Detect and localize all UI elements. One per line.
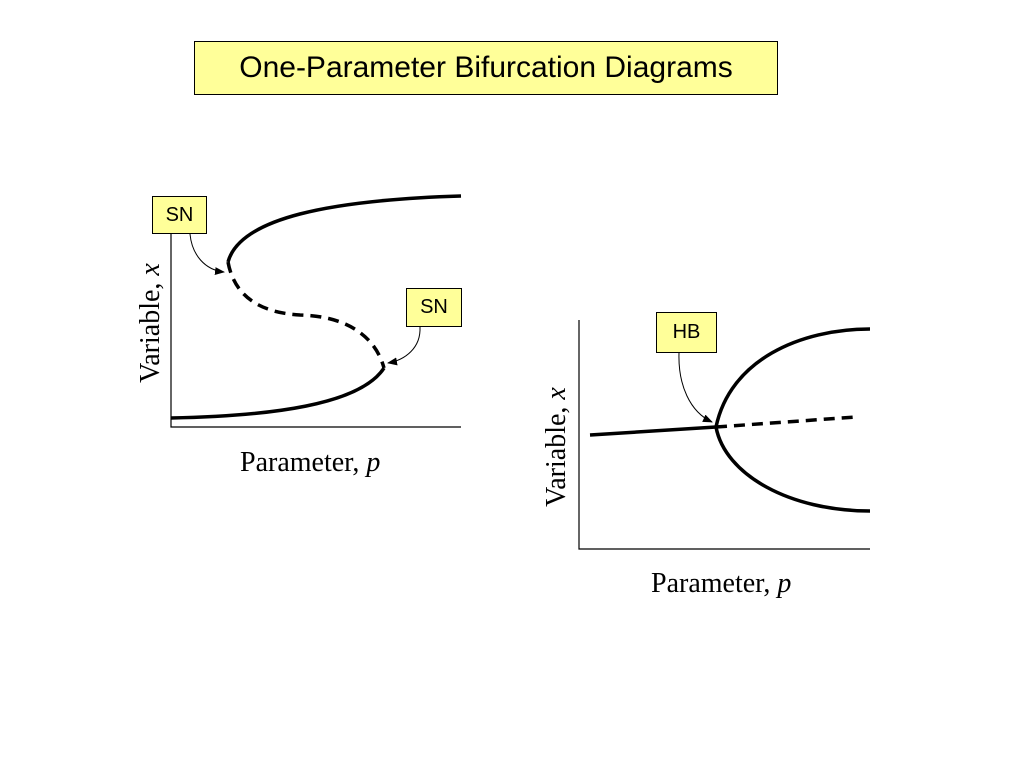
left-lower-stable-branch [170, 367, 386, 420]
left-sn-upper-text: SN [165, 203, 194, 226]
right-hb-text: HB [672, 321, 701, 343]
right-y-axis-text: Variable, [541, 399, 572, 507]
left-x-axis-text: Parameter, [240, 447, 367, 478]
right-limit-cycle-lower [714, 426, 871, 513]
right-limit-cycle-upper [714, 327, 871, 428]
left-x-axis-label: Parameter, p [240, 447, 380, 479]
right-y-axis-var: x [541, 387, 572, 400]
right-y-axis-label: Variable, x [541, 372, 573, 522]
left-sn-upper-arrow [189, 233, 225, 276]
right-diagram [578, 320, 871, 550]
left-y-axis-var: x [135, 263, 166, 276]
left-diagram [170, 194, 462, 428]
right-x-axis-var: p [777, 568, 792, 599]
left-sn-lower-label: SN [406, 288, 462, 327]
left-y-axis-text: Variable, [135, 275, 166, 383]
left-sn-lower-arrow [387, 326, 421, 366]
right-unstable-equilibrium [715, 415, 857, 429]
right-x-axis-text: Parameter, [651, 568, 778, 599]
left-sn-lower-text: SN [420, 296, 448, 318]
left-upper-stable-branch [226, 194, 462, 263]
left-unstable-branch [226, 261, 386, 369]
right-x-axis-label: Parameter, p [651, 568, 791, 600]
right-hb-label: HB [656, 312, 717, 353]
left-x-axis-var: p [366, 447, 381, 478]
right-hb-arrow [678, 352, 713, 423]
right-stable-equilibrium [589, 425, 717, 437]
title-text: One-Parameter Bifurcation Diagrams [239, 51, 733, 84]
left-y-axis-label: Variable, x [135, 248, 167, 398]
right-axes [578, 320, 870, 550]
left-sn-upper-label: SN [152, 196, 207, 234]
diagram-title: One-Parameter Bifurcation Diagrams [194, 41, 778, 95]
left-axes [170, 232, 461, 428]
